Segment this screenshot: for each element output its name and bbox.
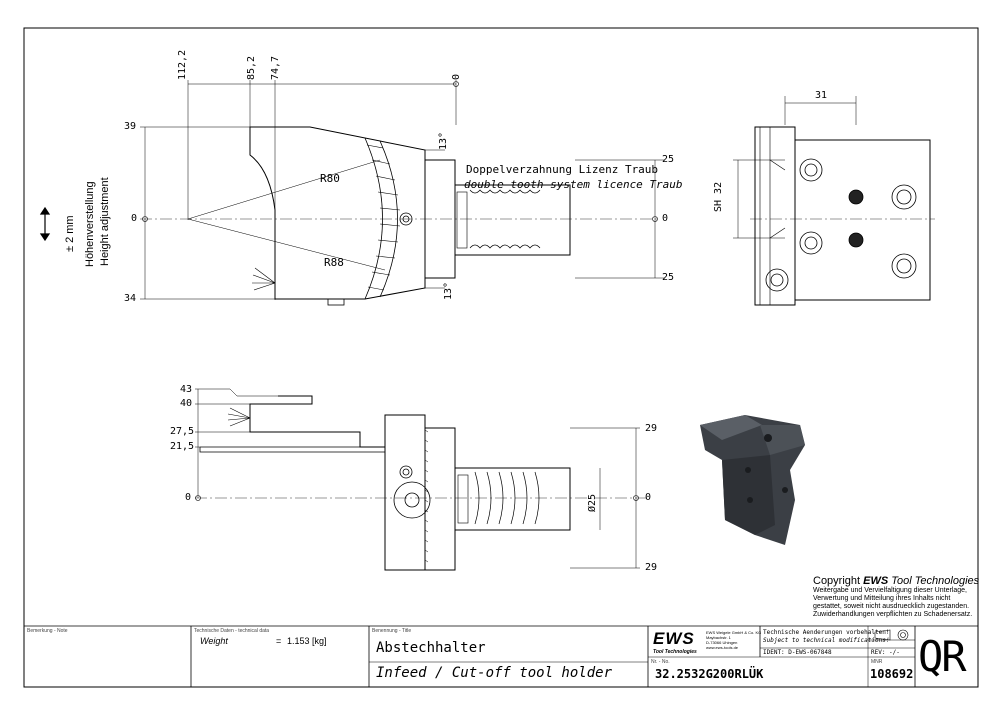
- company-line: D-73066 Uhingen: [706, 640, 738, 645]
- title-label: Benennung - Title: [372, 628, 412, 634]
- dim-31: 31: [815, 90, 828, 101]
- qr-code-label: QR: [918, 632, 967, 681]
- copyright-notice: Copyright EWS Tool Technologies Weiterga…: [813, 576, 979, 619]
- company-line: EWS Weigele GmbH & Co. KG: [706, 630, 762, 635]
- copyright-line-2: Verwertung und Mitteilung ihres Inhalts …: [813, 595, 951, 602]
- tooth-note-de: Doppelverzahnung Lizenz Traub: [466, 163, 659, 176]
- dim-27-5: 27,5: [170, 426, 195, 437]
- radius-r88: R88: [324, 256, 344, 269]
- copyright-brand: EWS: [863, 575, 889, 587]
- bottom-view: [195, 388, 650, 571]
- ews-logo-sub: Tool Technologies: [653, 649, 697, 655]
- changes-de: Technische Aenderungen vorbehalten!: [763, 629, 890, 636]
- weight-value: 1.153 [kg]: [287, 636, 327, 646]
- dim-40: 40: [180, 398, 193, 409]
- dim-0-right: 0: [662, 213, 669, 224]
- note-label: Bemerkung - Note: [27, 628, 68, 634]
- dim-0-bottom-right: 0: [645, 492, 652, 503]
- dim-29-bottom: 29: [645, 562, 658, 573]
- part-number: 32.2532G200RLÜK: [655, 667, 764, 681]
- title-de: Abstechhalter: [376, 640, 486, 656]
- title-block-lines: [24, 625, 978, 687]
- weight-eq: =: [276, 636, 282, 646]
- ews-logo-text: EWS: [653, 629, 695, 648]
- dim-29-top: 29: [645, 423, 658, 434]
- dim-0-bottom-left: 0: [185, 492, 192, 503]
- dim-43: 43: [180, 384, 193, 395]
- no-label: Nr. - No.: [651, 659, 670, 665]
- company-line: www.ews-tools.de: [706, 645, 739, 650]
- dim-21-5: 21,5: [170, 441, 195, 452]
- dim-25-top: 25: [662, 154, 675, 165]
- changes-en: Subject to technical modifications!: [763, 637, 890, 644]
- tech-data-label: Technische Daten - technical data: [194, 628, 270, 634]
- weight-label: Weight: [200, 636, 228, 646]
- dim-sh-32: SH 32: [713, 181, 724, 212]
- dim-25-bottom: 25: [662, 272, 675, 283]
- title-en: Infeed / Cut-off tool holder: [376, 665, 613, 681]
- dim-39: 39: [124, 121, 137, 132]
- height-adjust-en: Height adjustment: [99, 177, 111, 266]
- drawing-frame: [23, 27, 979, 688]
- height-adjust-de: Höhenverstellung: [84, 181, 96, 267]
- company-address: EWS Weigele GmbH & Co. KG Maybachstr. 1 …: [706, 630, 761, 650]
- tool-3d-render: [700, 415, 805, 545]
- company-line: Maybachstr. 1: [706, 635, 731, 640]
- copyright-line-4: Zuwiderhandlungen verpflichten zu Schade…: [813, 611, 973, 618]
- height-adjust-value: ± 2 mm: [64, 215, 76, 252]
- dim-0-top: 0: [451, 73, 462, 80]
- tooth-note-en: double tooth system licence Traub: [464, 178, 683, 191]
- dim-85-2: 85,2: [246, 55, 257, 80]
- side-view: [733, 96, 935, 306]
- dim-74-7: 74,7: [270, 55, 281, 80]
- dim-34: 34: [124, 293, 137, 304]
- dim-112-2: 112,2: [177, 49, 188, 80]
- rev: REV: -/-: [871, 649, 900, 656]
- angle-13-bottom: 13°: [443, 281, 454, 300]
- dim-diameter-25: Ø25: [587, 493, 598, 512]
- height-adjust-arrow: [39, 206, 51, 242]
- ews-logo: EWS Tool Technologies: [653, 629, 703, 655]
- mnr-label: MNR: [871, 659, 883, 665]
- copyright-prefix: Copyright: [813, 575, 864, 587]
- angle-13-top: 13°: [438, 131, 449, 150]
- top-view: [140, 80, 665, 306]
- copyright-suffix: Tool Technologies: [888, 575, 980, 587]
- copyright-line-3: gestattet, soweit nicht ausdruecklich zu…: [813, 603, 970, 610]
- copyright-line-1: Weitergabe und Vervielfaltigung dieser U…: [813, 587, 967, 594]
- ident: IDENT: D-EWS-067848: [763, 649, 832, 656]
- mnr-number: 108692: [870, 667, 914, 681]
- radius-r80: R80: [320, 172, 340, 185]
- dim-0-left: 0: [131, 213, 138, 224]
